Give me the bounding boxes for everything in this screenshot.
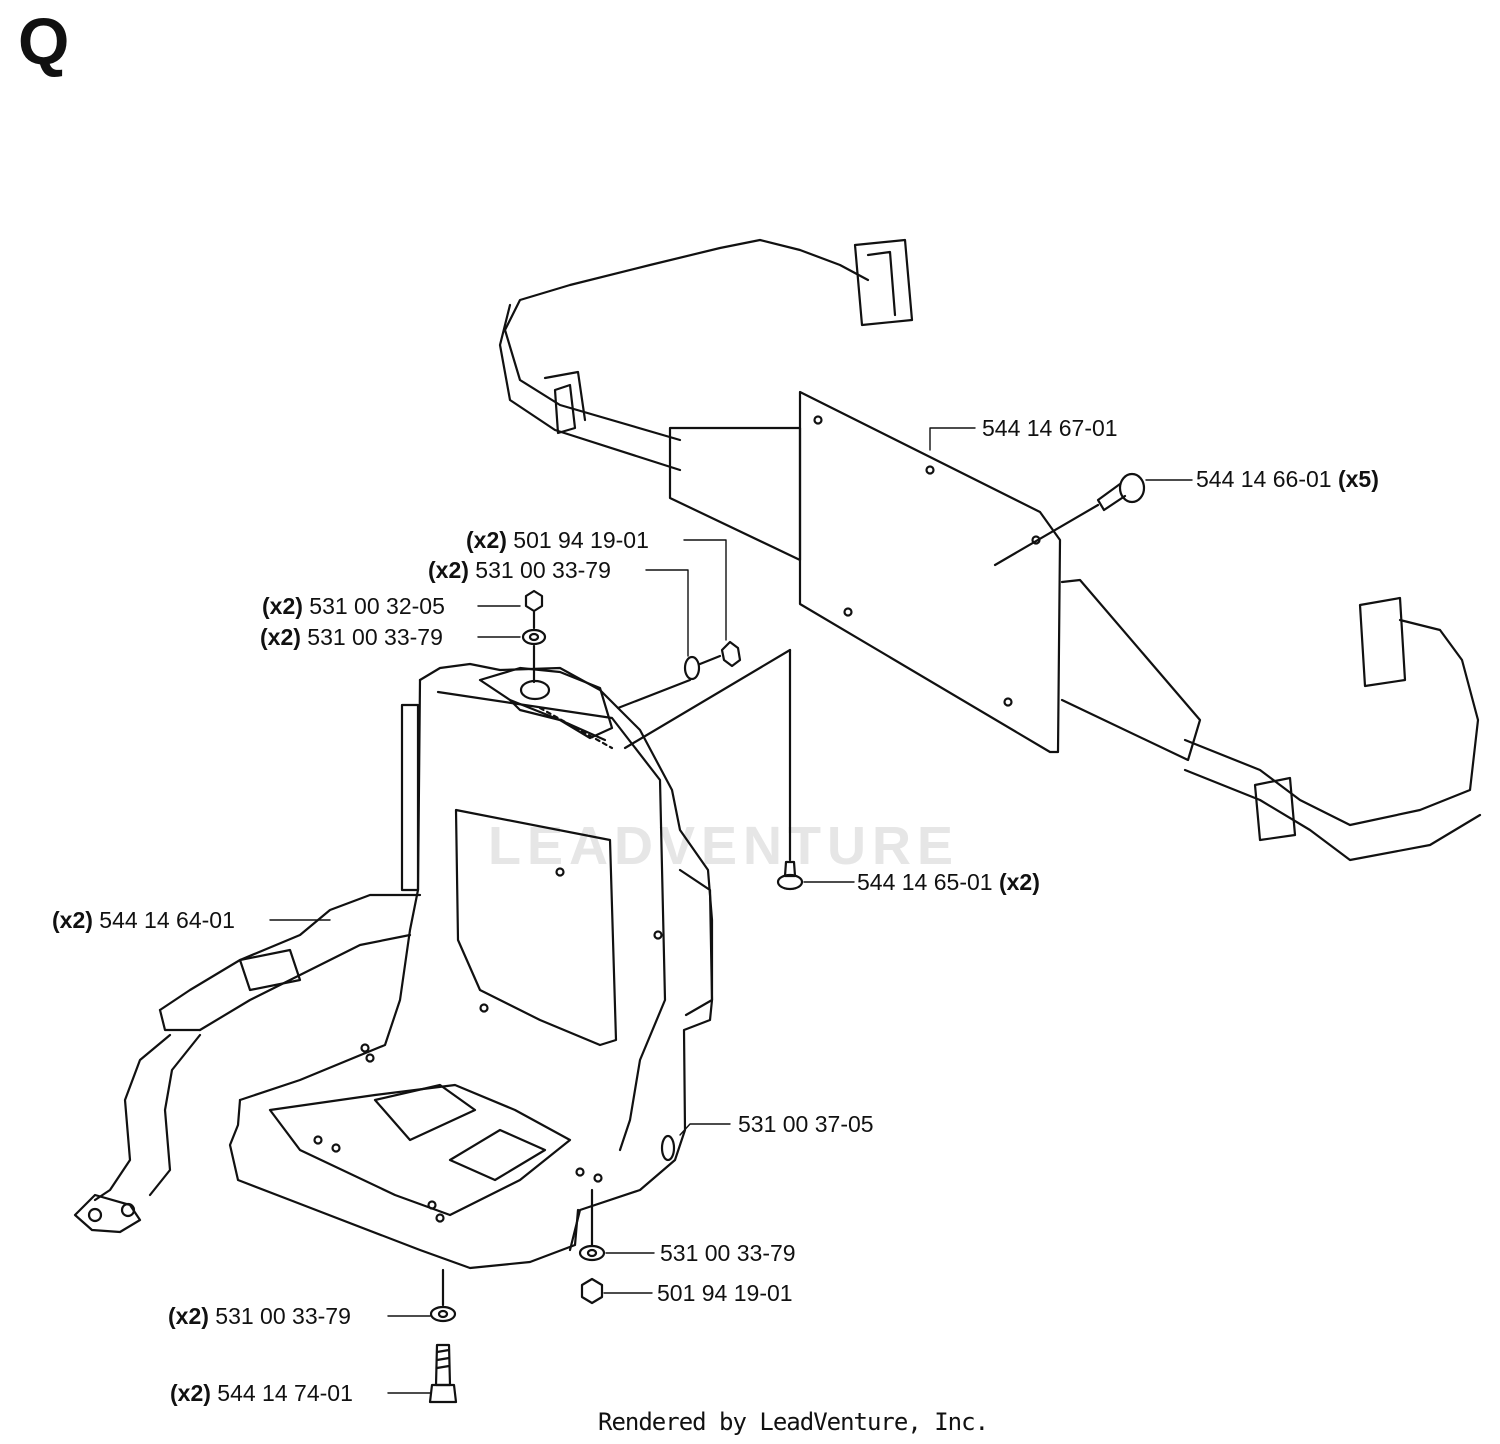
page-letter: Q — [18, 4, 70, 78]
callout-544-14-74-01: (x2) 544 14 74-01 — [170, 1380, 353, 1406]
callout-501-94-19-01-top: (x2) 501 94 19-01 — [466, 527, 649, 553]
callout-501-94-19-01-bottom: 501 94 19-01 — [657, 1280, 793, 1306]
callout-531-00-33-79-b: (x2) 531 00 33-79 — [260, 624, 443, 650]
callout-531-00-33-79-d: (x2) 531 00 33-79 — [168, 1303, 351, 1329]
callout-531-00-37-05: 531 00 37-05 — [738, 1111, 874, 1137]
callout-531-00-33-79-c: 531 00 33-79 — [660, 1240, 796, 1266]
back-frame — [228, 662, 714, 1270]
back-plate — [668, 390, 1202, 762]
hardware-top — [521, 589, 742, 684]
screw-544-14-65-01 — [776, 648, 804, 891]
callout-544-14-64-01: (x2) 544 14 64-01 — [52, 907, 235, 933]
shoulder-strap-upper — [498, 238, 914, 472]
hip-belt — [73, 893, 422, 1234]
callout-531-00-33-79-a: (x2) 531 00 33-79 — [428, 557, 611, 583]
shoulder-strap-lower — [1183, 596, 1482, 862]
callout-544-14-66-01: 544 14 66-01 (x5) — [1196, 466, 1379, 492]
callout-544-14-65-01: 544 14 65-01 (x2) — [857, 869, 1040, 895]
frame-top-bracket — [478, 648, 792, 750]
watermark: LEADVENTURE — [488, 816, 960, 876]
callout-531-00-32-05: (x2) 531 00 32-05 — [262, 593, 445, 619]
hardware-bottom — [428, 1188, 606, 1404]
screw-544-14-66-01 — [993, 472, 1146, 567]
footer-credit: Rendered by LeadVenture, Inc. — [598, 1408, 989, 1436]
leader-lines — [269, 427, 1193, 1394]
callout-544-14-67-01: 544 14 67-01 — [982, 415, 1118, 441]
